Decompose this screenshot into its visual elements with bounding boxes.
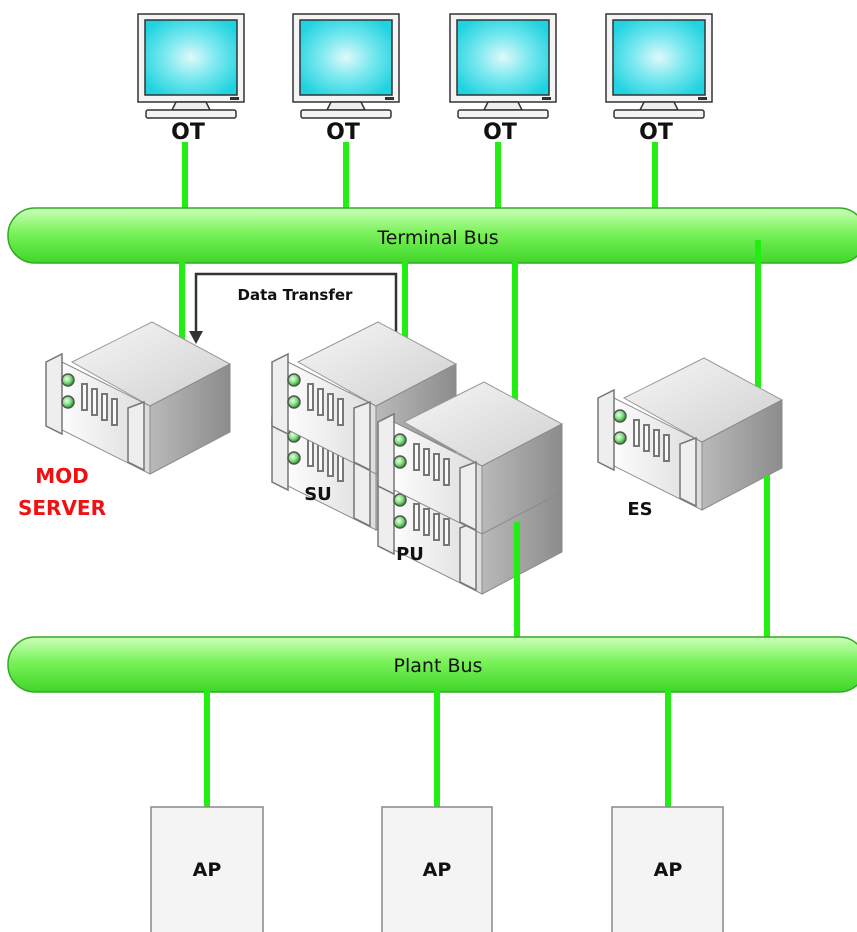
terminal-bus-links	[179, 240, 761, 410]
plant-bus-label: Plant Bus	[394, 655, 483, 677]
ot-links	[182, 142, 658, 212]
automation-processor-1: AP	[150, 806, 264, 932]
su-label: SU	[304, 484, 332, 505]
es-server: ES	[597, 357, 783, 520]
automation-processor-3: AP	[611, 806, 724, 932]
ap-label: AP	[423, 859, 452, 881]
monitor-icon	[292, 13, 400, 119]
plant-bus: Plant Bus	[7, 636, 857, 693]
mod-server: MOD SERVER	[18, 321, 231, 520]
terminal-bus: Terminal Bus	[7, 207, 857, 264]
terminal-ot-2: OT	[292, 13, 400, 145]
su-server-stack: SU	[271, 321, 457, 531]
mod-server-label-line1: MOD	[35, 464, 89, 488]
data-transfer-label: Data Transfer	[238, 286, 353, 304]
pu-label: PU	[396, 544, 424, 565]
monitor-icon	[449, 13, 557, 119]
ap-label: AP	[654, 859, 683, 881]
terminal-label: OT	[483, 120, 517, 145]
server-icon	[45, 321, 231, 475]
monitor-icon	[605, 13, 713, 119]
server-icon	[597, 357, 783, 511]
plant-bus-upper-links	[514, 475, 770, 638]
terminal-label: OT	[326, 120, 360, 145]
terminal-label: OT	[171, 120, 205, 145]
pu-server-stack: PU	[377, 381, 563, 595]
terminal-ot-3: OT	[449, 13, 557, 145]
terminal-ot-1: OT	[137, 13, 245, 145]
monitor-icon	[137, 13, 245, 119]
ap-label: AP	[193, 859, 222, 881]
terminal-label: OT	[639, 120, 673, 145]
es-label: ES	[627, 499, 652, 520]
terminal-bus-label: Terminal Bus	[376, 227, 498, 249]
automation-processor-2: AP	[381, 806, 493, 932]
data-transfer-arrow: Data Transfer	[189, 272, 398, 344]
terminal-ot-4: OT	[605, 13, 713, 145]
ap-links	[204, 690, 671, 808]
mod-server-label-line2: SERVER	[18, 496, 106, 520]
